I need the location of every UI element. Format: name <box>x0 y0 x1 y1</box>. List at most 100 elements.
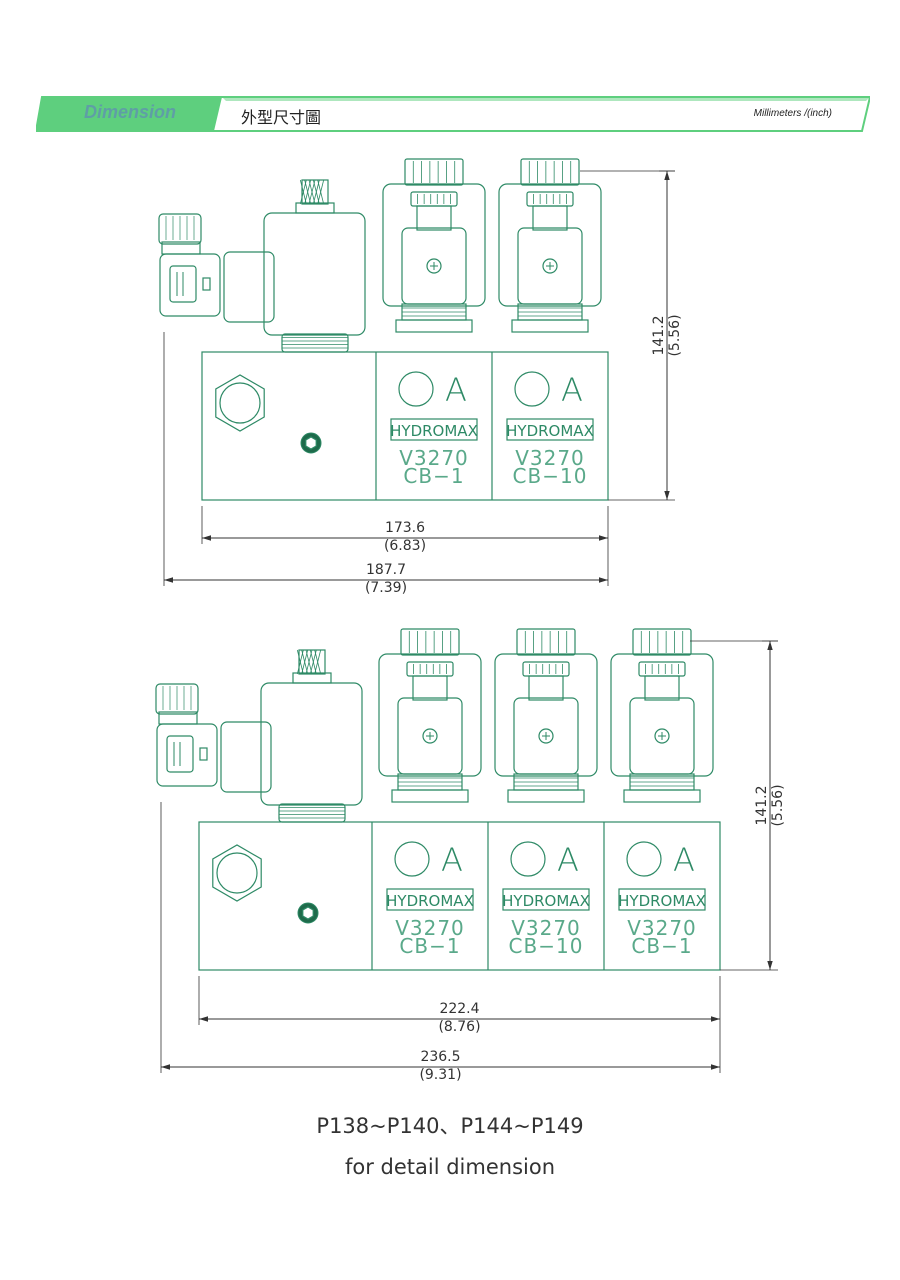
body-width-mm: 222.4 <box>439 1001 479 1017</box>
valve-stem <box>644 675 680 701</box>
valve-seat <box>511 319 589 333</box>
footer-page-reference: P138~P140、P144~P149 <box>316 1114 584 1138</box>
station-code-label: CB−1 <box>403 464 464 488</box>
brand-label: HYDROMAX <box>506 422 594 440</box>
ribbed-cap <box>526 191 574 207</box>
port-a-circle <box>398 371 434 407</box>
assembly-two-station: AHYDROMAXV3270CB−1AHYDROMAXV3270CB−10141… <box>158 158 683 596</box>
brand-plate <box>502 888 590 911</box>
coil-screw <box>426 258 442 274</box>
header-tab-label: Dimension <box>84 102 177 122</box>
overall-width-in: (7.39) <box>365 580 407 596</box>
valve-stem <box>528 675 564 701</box>
body-width-in: (6.83) <box>384 538 426 554</box>
dimension-annotations: 141.2(5.56) 173.6 (6.83) 187.7 (7.39) <box>163 170 683 596</box>
coil-screw <box>422 728 438 744</box>
overall-width-mm: 187.7 <box>366 562 406 578</box>
coil-base-nut <box>281 333 349 353</box>
knurl-line <box>317 179 325 205</box>
valve-seat <box>395 319 473 333</box>
port-a-label: A <box>441 841 463 879</box>
station-code-label: CB−1 <box>399 934 460 958</box>
solenoid-coil <box>263 212 366 336</box>
overall-width-in: (9.31) <box>419 1067 461 1083</box>
valve-coil-frame <box>378 653 482 777</box>
assembly-three-station: AHYDROMAXV3270CB−1AHYDROMAXV3270CB−10AHY… <box>155 628 786 1083</box>
model-label: V3270 <box>399 446 469 470</box>
overall-width-mm: 236.5 <box>420 1049 460 1065</box>
port-a-circle <box>626 841 662 877</box>
height-dimension-in: (5.56) <box>770 784 786 826</box>
knurl-line <box>314 649 322 675</box>
connector-housing <box>156 723 218 787</box>
coil-base-nut <box>278 803 346 823</box>
valve-seat <box>507 789 585 803</box>
valve-seat <box>391 789 469 803</box>
model-label: V3270 <box>395 916 465 940</box>
model-label: V3270 <box>511 916 581 940</box>
port-a-label: A <box>557 841 579 879</box>
connector-adapter <box>223 251 275 323</box>
brand-label: HYDROMAX <box>618 892 706 910</box>
brand-plate <box>386 888 474 911</box>
body-width-mm: 173.6 <box>385 520 425 536</box>
height-dimension-in: (5.56) <box>667 314 683 356</box>
dimension-annotations: 141.2(5.56)222.4(8.76)236.5(9.31) <box>160 640 786 1083</box>
section-header: Dimension 外型尺寸圖 Millimeters /(inch) <box>36 96 870 132</box>
header-banner <box>36 96 870 132</box>
valve-stem <box>412 675 448 701</box>
height-dimension-mm: 141.2 <box>651 315 667 355</box>
port-fitting-bore <box>216 852 258 894</box>
brand-plate <box>618 888 706 911</box>
model-label: V3270 <box>515 446 585 470</box>
valve-coil-frame <box>382 183 486 307</box>
station-code-label: CB−1 <box>631 934 692 958</box>
cap-outline <box>632 628 692 656</box>
cap-outline <box>400 628 460 656</box>
connector-window <box>166 735 194 773</box>
knurled-nut <box>296 649 326 675</box>
plug-screw-hex <box>302 906 314 920</box>
ribbed-cap <box>638 661 686 677</box>
connector-gland <box>158 213 202 245</box>
header-title: 外型尺寸圖 <box>241 108 322 127</box>
manifold-body <box>198 821 721 971</box>
cap-outline <box>520 158 580 186</box>
ribbed-cap <box>632 628 692 656</box>
port-a-circle <box>394 841 430 877</box>
ribbed-cap <box>400 628 460 656</box>
solenoid-coil <box>260 682 363 806</box>
coil-screw <box>654 728 670 744</box>
valve-stem <box>532 205 568 231</box>
brand-label: HYDROMAX <box>502 892 590 910</box>
coil-screw <box>542 258 558 274</box>
model-label: V3270 <box>627 916 697 940</box>
height-dimension-mm: 141.2 <box>754 785 770 825</box>
port-fitting-hex <box>215 374 265 432</box>
ribbed-cap <box>406 661 454 677</box>
connector-gland <box>155 683 199 715</box>
port-fitting-bore <box>219 382 261 424</box>
connector-window <box>169 265 197 303</box>
station-code-label: CB−10 <box>513 464 588 488</box>
port-a-label: A <box>673 841 695 879</box>
valve-coil-frame <box>498 183 602 307</box>
cap-outline <box>404 158 464 186</box>
connector-led <box>202 277 211 291</box>
header-units: Millimeters /(inch) <box>753 108 832 119</box>
ribbed-cap <box>516 628 576 656</box>
ribbed-cap <box>410 191 458 207</box>
plug-screw-hex <box>305 436 317 450</box>
connector-housing <box>159 253 221 317</box>
brand-label: HYDROMAX <box>386 892 474 910</box>
port-a-circle <box>514 371 550 407</box>
cap-outline <box>516 628 576 656</box>
manifold-body <box>201 351 609 501</box>
ribbed-cap <box>522 661 570 677</box>
port-a-label: A <box>561 371 583 409</box>
